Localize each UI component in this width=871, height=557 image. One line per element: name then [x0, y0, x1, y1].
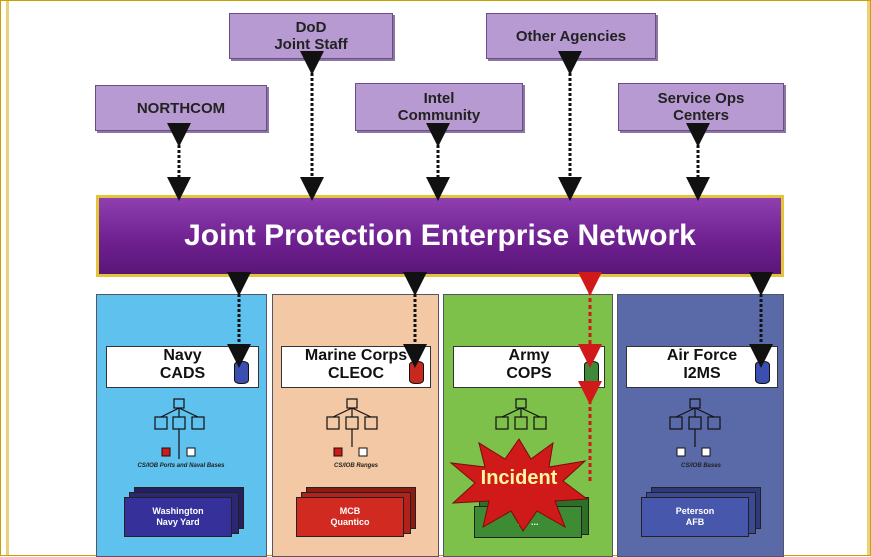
marine-site-label: MCB Quantico — [296, 497, 404, 537]
air-force-node-a — [676, 447, 686, 457]
incident-starburst-icon — [449, 438, 589, 532]
navy-node — [186, 447, 196, 457]
navy-hierarchy-icon — [154, 398, 205, 459]
air-force-node-b — [701, 447, 711, 457]
navy-caption: CS/IOB Ports and Naval Bases — [137, 463, 225, 469]
incident-label: Incident — [480, 467, 558, 489]
marine-caption: CS/IOB Ranges — [333, 463, 378, 469]
marine-hierarchy-icon — [326, 398, 378, 447]
navy-site-label: Washington Navy Yard — [124, 497, 232, 537]
marine-node — [358, 447, 368, 457]
air-force-site-label: Peterson AFB — [641, 497, 749, 537]
joint-protection-network-bar: Joint Protection Enterprise Network — [96, 195, 784, 277]
air-force-caption: CS/IOB Bases — [680, 463, 722, 469]
air-force-hierarchy-icon — [669, 398, 721, 447]
navy-alert-node — [161, 447, 171, 457]
army-hierarchy-icon — [495, 398, 547, 430]
marine-alert-node — [333, 447, 343, 457]
